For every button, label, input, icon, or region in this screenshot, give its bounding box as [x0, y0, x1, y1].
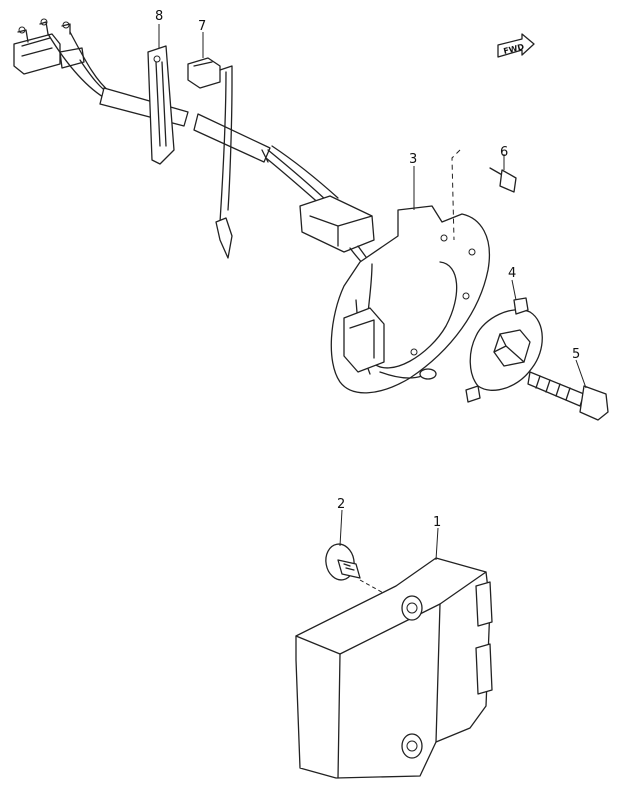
- callout-6: 6: [500, 145, 508, 160]
- screw-6: [489, 154, 517, 193]
- callout-8: 8: [155, 9, 163, 24]
- callout-7: 7: [198, 19, 206, 34]
- signal-rotor: [465, 279, 543, 403]
- callout-4: 4: [508, 266, 516, 281]
- sensor-lead: [187, 32, 233, 259]
- callout-2: 2: [337, 497, 345, 512]
- bolt-2: [325, 509, 397, 601]
- fwd-direction-badge: FWD: [497, 33, 535, 58]
- harness-clip: [147, 24, 175, 165]
- callout-3: 3: [409, 152, 417, 167]
- stator-plate: [330, 149, 490, 394]
- bolt-5: [527, 359, 609, 421]
- callout-1: 1: [433, 515, 441, 530]
- cdi-unit: [295, 527, 493, 779]
- wiring-harness: [13, 18, 387, 333]
- callout-5: 5: [572, 347, 580, 362]
